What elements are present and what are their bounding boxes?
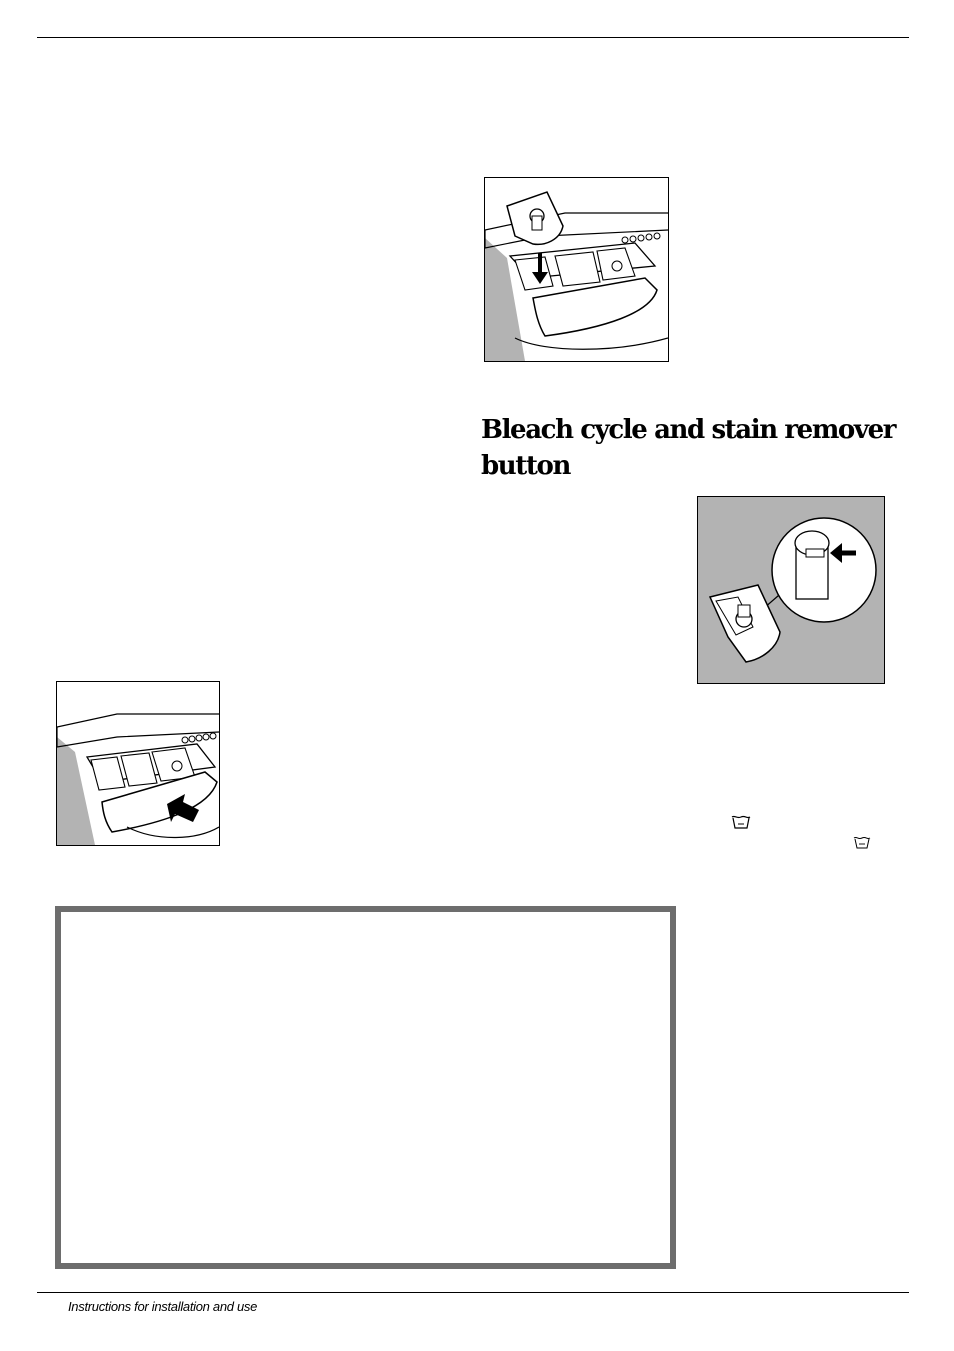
wash-tub-small-icon	[853, 836, 871, 849]
footer-text: Instructions for installation and use	[68, 1299, 258, 1314]
bleach-container-closeup-icon	[708, 517, 877, 663]
detergent-drawer-removal-figure	[56, 681, 220, 846]
notice-box	[55, 906, 676, 1269]
bleach-container-insertion-figure	[484, 177, 669, 362]
bleach-container-icon	[485, 191, 668, 361]
top-rule	[37, 37, 909, 38]
detergent-drawer-icon	[57, 713, 219, 845]
bleach-container-detail-figure	[697, 496, 885, 684]
section-heading: Bleach cycle and stain remover button	[481, 415, 896, 481]
wash-tub-icon	[731, 815, 751, 829]
bottom-rule	[37, 1292, 909, 1293]
